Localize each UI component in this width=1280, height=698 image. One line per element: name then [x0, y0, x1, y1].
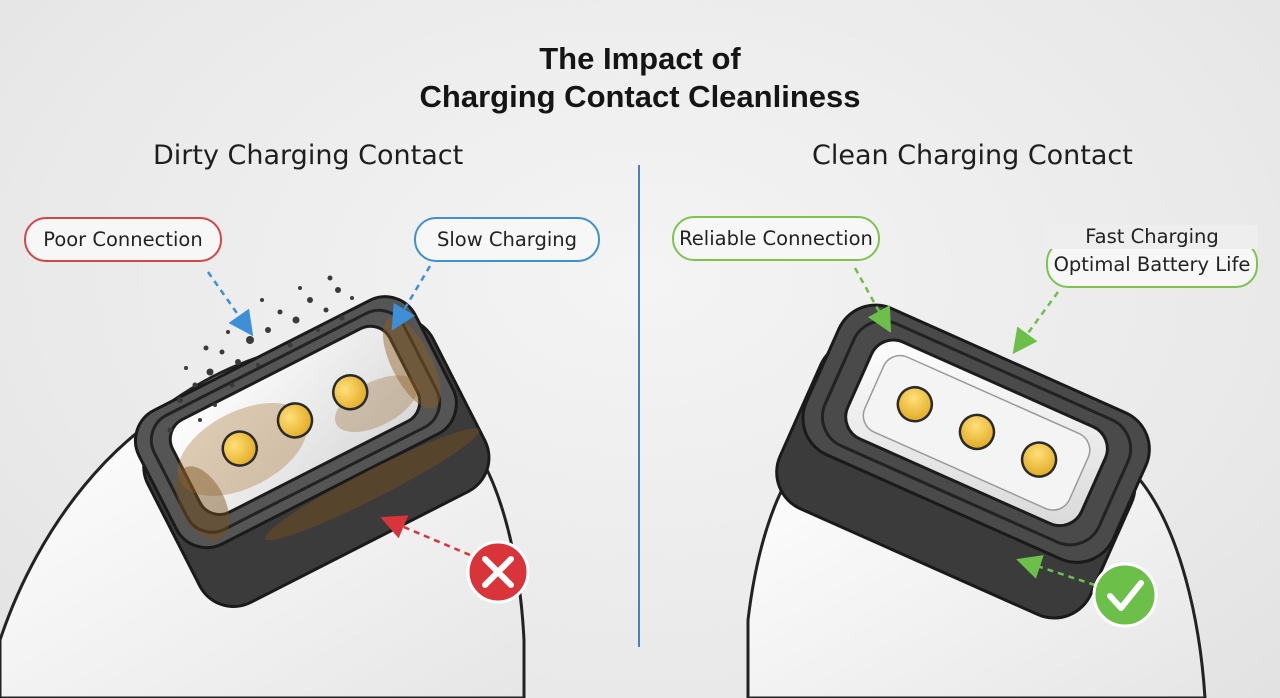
contact-pin — [958, 413, 996, 451]
panel-divider — [638, 165, 640, 647]
reliable-connection-callout: Reliable Connection — [672, 216, 880, 261]
x-mark-icon — [466, 540, 530, 604]
contact-pin — [896, 385, 934, 423]
title-line-2: Charging Contact Cleanliness — [419, 79, 861, 114]
dirty-charging-port — [133, 295, 491, 608]
slow-charging-label: Slow Charging — [436, 228, 577, 251]
dirty-contact-heading: Dirty Charging Contact — [153, 140, 464, 171]
clean-device — [746, 267, 1207, 698]
dirty-device — [0, 265, 530, 698]
debris-particles — [167, 275, 354, 433]
contact-pin — [276, 402, 314, 439]
check-mark-icon — [1092, 562, 1158, 628]
poor-connection-label: Poor Connection — [43, 228, 203, 251]
contact-pin — [1020, 441, 1058, 478]
reliable-connection-label: Reliable Connection — [679, 227, 873, 250]
title-line-1: The Impact of — [539, 41, 741, 76]
contact-pin — [332, 374, 369, 411]
slow-charging-callout: Slow Charging — [414, 217, 600, 262]
fast-charging-label: Fast Charging — [1046, 225, 1258, 249]
contact-pin — [221, 430, 259, 467]
clean-contact-heading: Clean Charging Contact — [812, 140, 1133, 171]
optimal-battery-life-label: Optimal Battery Life — [1053, 252, 1251, 276]
clean-charging-port — [775, 303, 1151, 620]
poor-connection-callout: Poor Connection — [24, 217, 222, 262]
